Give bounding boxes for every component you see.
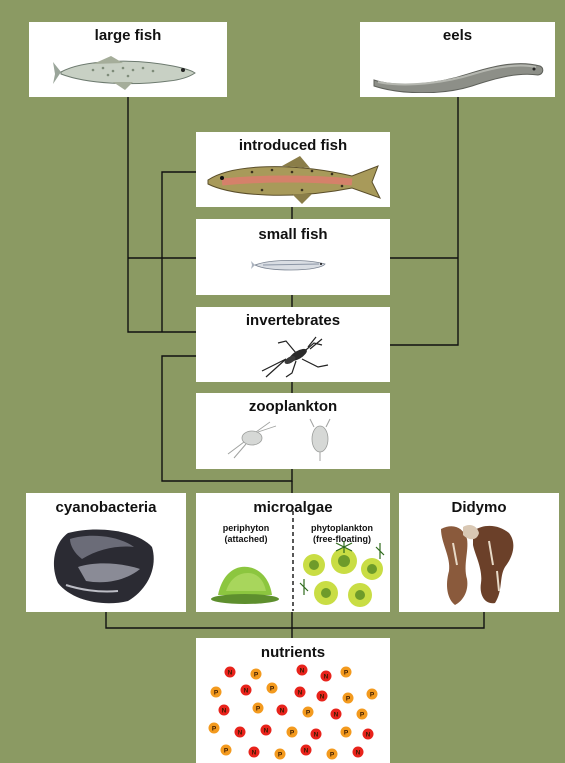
phytoplankton-icon [296, 539, 388, 611]
svg-text:N: N [280, 708, 285, 715]
svg-text:N: N [366, 732, 371, 739]
eels-label: eels [360, 27, 555, 44]
svg-text:P: P [214, 690, 219, 697]
didymo-icon [433, 521, 523, 609]
nitrogen-particle: N [219, 705, 230, 716]
nitrogen-particle: N [353, 747, 364, 758]
zooplankton-label: zooplankton [196, 398, 390, 415]
svg-text:N: N [264, 728, 269, 735]
phosphorus-particle: P [327, 749, 338, 760]
phosphorus-particle: P [341, 667, 352, 678]
small-fish-icon [251, 255, 331, 275]
cyanobacteria-label: cyanobacteria [26, 499, 186, 516]
nitrogen-particle: N [277, 705, 288, 716]
nitrogen-particle: N [225, 667, 236, 678]
nitrogen-particle: N [311, 729, 322, 740]
nitrogen-particle: N [301, 745, 312, 756]
divider-dashed-line [291, 511, 295, 611]
svg-text:P: P [344, 730, 349, 737]
phosphorus-particle: P [275, 749, 286, 760]
nitrogen-particle: N [317, 691, 328, 702]
svg-text:P: P [360, 712, 365, 719]
nitrogen-particle: N [297, 665, 308, 676]
svg-text:N: N [222, 708, 227, 715]
phosphorus-particle: P [287, 727, 298, 738]
svg-text:P: P [346, 696, 351, 703]
svg-text:N: N [300, 668, 305, 675]
svg-text:N: N [298, 690, 303, 697]
svg-text:N: N [356, 750, 361, 757]
didymo-label: Didymo [399, 499, 559, 516]
phosphorus-particle: P [303, 707, 314, 718]
periphyton-icon [208, 557, 282, 605]
nitrogen-particle: N [363, 729, 374, 740]
svg-text:P: P [254, 672, 259, 679]
svg-text:P: P [290, 730, 295, 737]
svg-text:N: N [252, 750, 257, 757]
nutrient-particles: N P N N P P N P N N P P N P N P N P P N N P N P N P N P N P N [196, 664, 390, 763]
large-fish-label: large fish [29, 27, 227, 44]
nitrogen-particle: N [241, 685, 252, 696]
svg-text:P: P [212, 726, 217, 733]
nitrogen-particle: N [235, 727, 246, 738]
svg-text:P: P [344, 670, 349, 677]
large-fish-node: large fish [29, 22, 227, 97]
svg-text:P: P [370, 692, 375, 699]
introduced-fish-label: introduced fish [196, 137, 390, 154]
introduced-fish-node: introduced fish [196, 132, 390, 207]
phosphorus-particle: P [251, 669, 262, 680]
nitrogen-particle: N [249, 747, 260, 758]
phosphorus-particle: P [221, 745, 232, 756]
small-fish-label: small fish [196, 226, 390, 243]
phosphorus-particle: P [267, 683, 278, 694]
svg-text:P: P [270, 686, 275, 693]
large-fish-icon [53, 52, 203, 92]
svg-text:N: N [244, 688, 249, 695]
svg-text:P: P [306, 710, 311, 717]
svg-text:N: N [320, 694, 325, 701]
cyanobacteria-mat-icon [48, 523, 158, 605]
svg-text:N: N [228, 670, 233, 677]
phosphorus-particle: P [209, 723, 220, 734]
invertebrates-label: invertebrates [196, 312, 390, 329]
nitrogen-particle: N [331, 709, 342, 720]
eels-node: eels [360, 22, 555, 97]
nitrogen-particle: N [261, 725, 272, 736]
phytoplankton-text: phytoplankton [311, 523, 373, 533]
svg-text:N: N [238, 730, 243, 737]
phosphorus-particle: P [357, 709, 368, 720]
nitrogen-particle: N [321, 671, 332, 682]
svg-text:N: N [304, 748, 309, 755]
zooplankton-node: zooplankton [196, 393, 390, 469]
eel-icon [368, 48, 548, 93]
svg-text:P: P [330, 752, 335, 759]
nutrients-label: nutrients [196, 644, 390, 661]
phosphorus-particle: P [211, 687, 222, 698]
periphyton-note: (attached) [224, 534, 267, 544]
didymo-node: Didymo [399, 493, 559, 612]
periphyton-label: periphyton (attached) [204, 523, 288, 545]
periphyton-text: periphyton [223, 523, 270, 533]
phosphorus-particle: P [341, 727, 352, 738]
small-fish-node: small fish [196, 219, 390, 295]
cyanobacteria-node: cyanobacteria [26, 493, 186, 612]
svg-text:N: N [324, 674, 329, 681]
svg-text:P: P [278, 752, 283, 759]
trout-icon [202, 154, 384, 206]
insect-larva-icon [256, 333, 336, 379]
nutrients-node: nutrients N P N N P P N P N N P P N P N P N P P N N P N P N P N P N P… [196, 638, 390, 763]
copepod-icon [220, 420, 280, 460]
svg-text:N: N [314, 732, 319, 739]
rotifer-icon [300, 417, 340, 463]
nitrogen-particle: N [295, 687, 306, 698]
svg-text:P: P [256, 706, 261, 713]
svg-text:N: N [334, 712, 339, 719]
microalgae-node: microalgae periphyton (attached) phytopl… [196, 493, 390, 612]
phosphorus-particle: P [367, 689, 378, 700]
phosphorus-particle: P [343, 693, 354, 704]
svg-text:P: P [224, 748, 229, 755]
invertebrates-node: invertebrates [196, 307, 390, 382]
phosphorus-particle: P [253, 703, 264, 714]
